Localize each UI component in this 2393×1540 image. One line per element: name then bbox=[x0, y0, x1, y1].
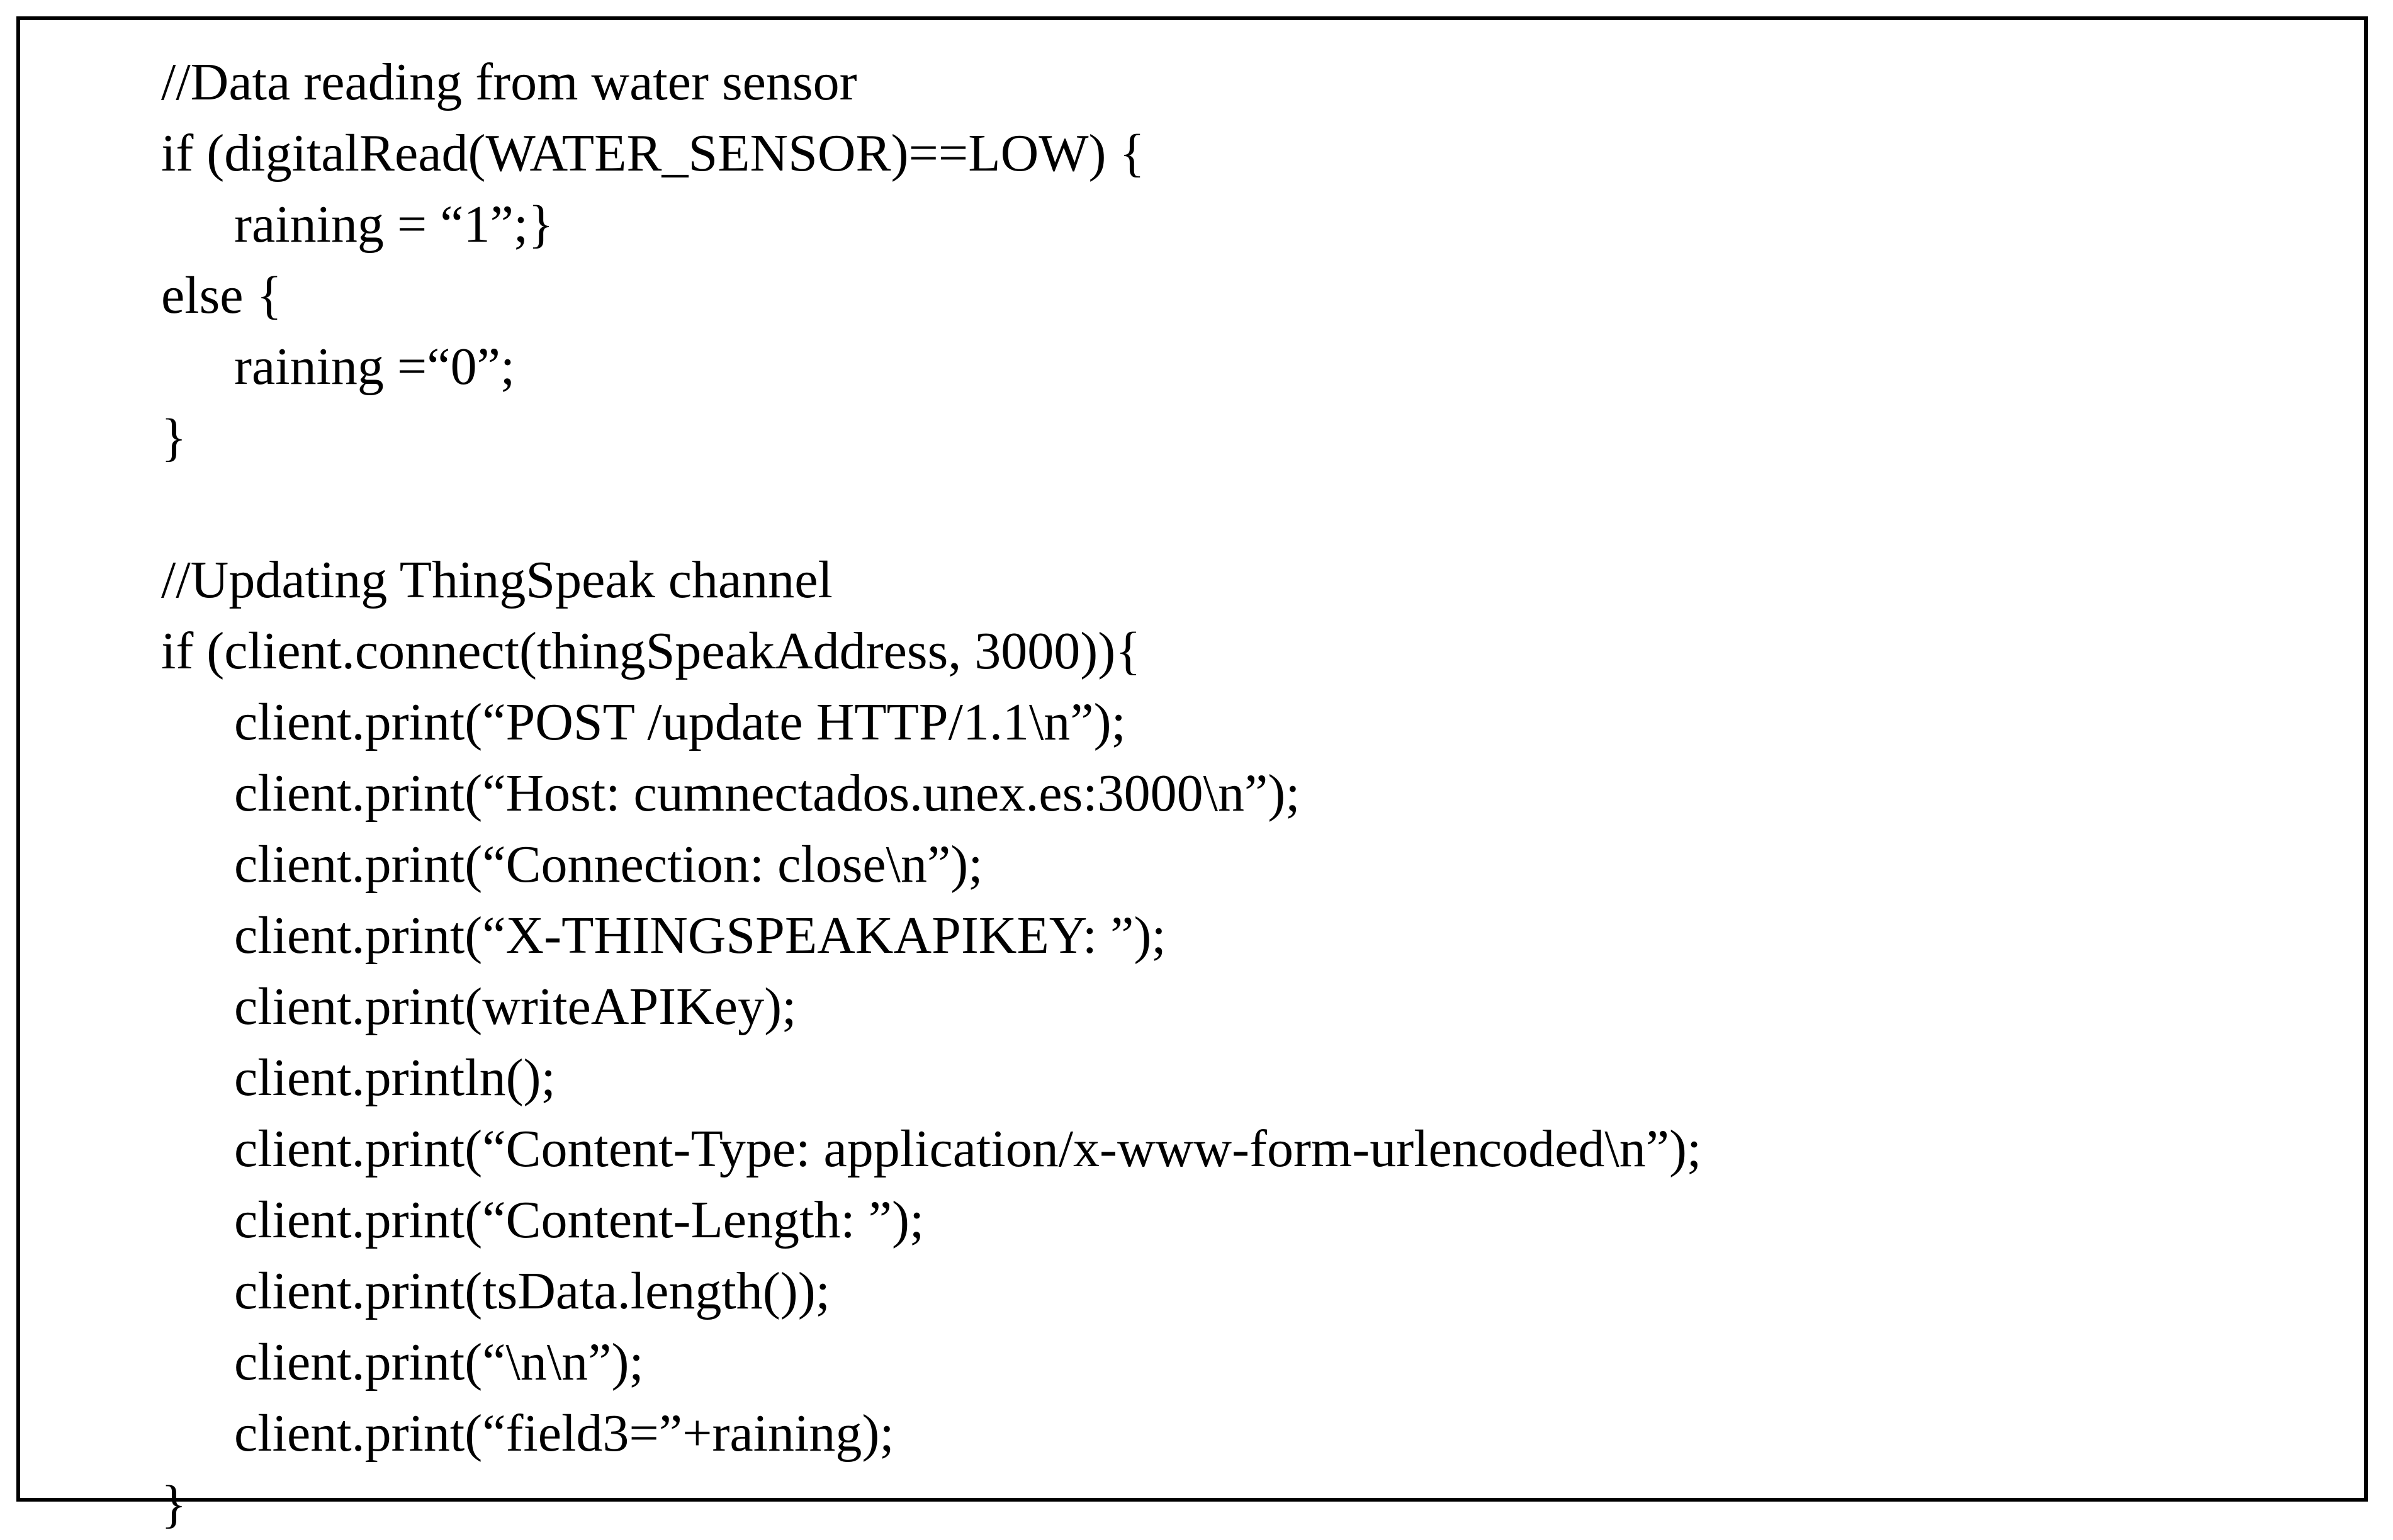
code-line-if-client-connect: if (client.connect(thingSpeakAddress, 30… bbox=[161, 622, 1141, 680]
code-line-print-host: client.print(“Host: cumnectados.unex.es:… bbox=[234, 764, 1300, 823]
code-line-raining-1: raining = “1”;} bbox=[234, 195, 554, 254]
code-line-print-apikey-header: client.print(“X-THINGSPEAKAPIKEY: ”); bbox=[234, 906, 1166, 965]
code-line-raining-0: raining =“0”; bbox=[234, 337, 515, 396]
code-line-println: client.println(); bbox=[234, 1048, 556, 1107]
code-listing: //Data reading from water sensor if (dig… bbox=[161, 47, 1701, 1540]
code-line-if-digitalread: if (digitalRead(WATER_SENSOR)==LOW) { bbox=[161, 124, 1145, 183]
code-line-print-content-length: client.print(“Content-Length: ”); bbox=[234, 1191, 925, 1249]
code-line-close-brace: } bbox=[161, 408, 187, 467]
code-line-final-brace: } bbox=[161, 1475, 187, 1534]
code-line-blank bbox=[161, 473, 1701, 544]
code-line-print-content-type: client.print(“Content-Type: application/… bbox=[234, 1120, 1702, 1178]
code-line-print-tsdata-length: client.print(tsData.length()); bbox=[234, 1262, 831, 1320]
code-line-print-field3: client.print(“field3=”+raining); bbox=[234, 1404, 894, 1463]
code-comment-water-sensor: //Data reading from water sensor bbox=[161, 53, 857, 111]
code-box: //Data reading from water sensor if (dig… bbox=[16, 16, 2368, 1534]
code-line-print-writeapikey: client.print(writeAPIKey); bbox=[234, 977, 797, 1036]
code-line-print-newlines: client.print(“\n\n”); bbox=[234, 1333, 644, 1391]
code-line-else: else { bbox=[161, 266, 282, 325]
code-comment-thingspeak: //Updating ThingSpeak channel bbox=[161, 551, 833, 609]
code-line-print-connection: client.print(“Connection: close\n”); bbox=[234, 835, 983, 894]
code-line-print-post: client.print(“POST /update HTTP/1.1\n”); bbox=[234, 693, 1126, 751]
